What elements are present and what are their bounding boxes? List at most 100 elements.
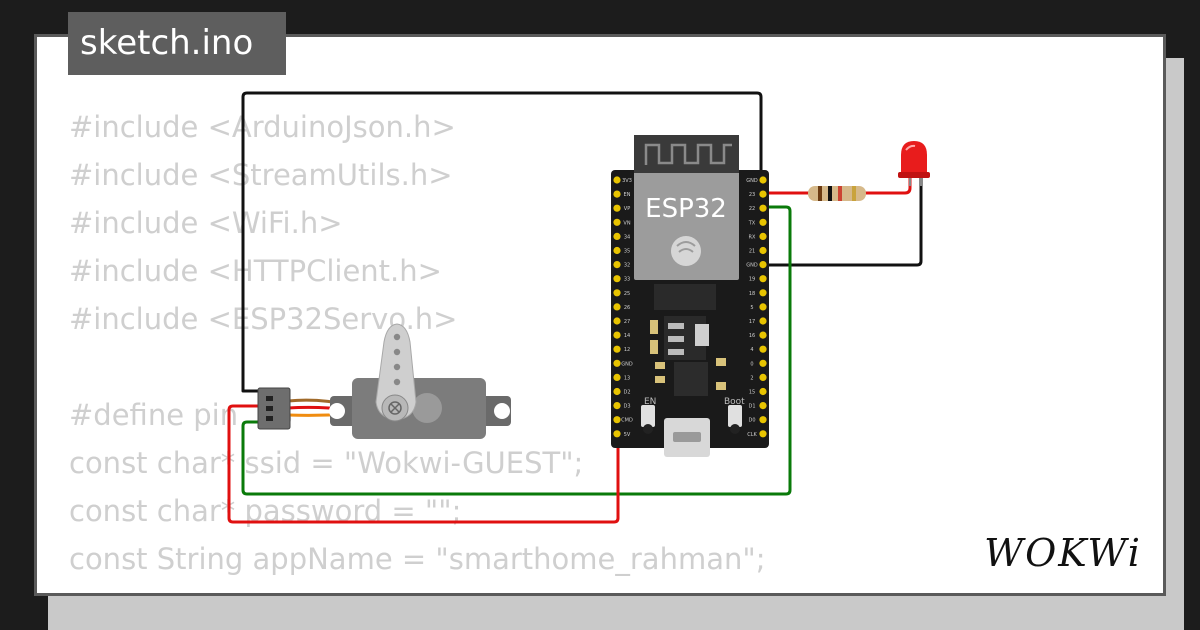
code-line: #include <StreamUtils.h> [69,158,453,192]
header-pin [613,373,621,381]
wire-red-power [227,404,620,524]
pin-label: 5V [624,432,631,438]
code-line: #include <HTTPClient.h> [69,254,442,288]
header-pin [613,275,621,283]
pin-label: 21 [749,249,755,255]
wire-red-led-resistor [863,174,912,195]
header-pin [759,317,767,325]
filename-tab: sketch.ino [68,12,286,75]
header-pin [613,331,621,339]
header-pin [759,345,767,353]
resistor [808,186,866,201]
header-pin [759,190,767,198]
header-pin [759,402,767,410]
pin-label: GND [621,361,633,367]
pin-label: 26 [624,305,630,311]
pin-label: D0 [748,418,755,424]
pin-label: 2 [750,375,753,381]
pin-label: 34 [624,234,630,240]
pin-label: RX [749,234,756,240]
preview-card: #include <ArduinoJson.h> #include <Strea… [34,34,1166,596]
header-pin [759,331,767,339]
pin-label: 27 [624,319,630,325]
header-pin [613,246,621,255]
header-pin [759,373,767,381]
pin-label: 16 [749,333,755,339]
header-pin [613,430,621,438]
wire-black-led-gnd [764,174,923,267]
pin-label: 35 [624,249,630,255]
servo-motor [257,323,511,439]
header-pin [759,416,767,424]
header-pin [613,232,621,240]
header-pin [759,204,767,212]
code-line: const String deviceName = "led"; [69,583,765,593]
header-pin [613,218,621,226]
pin-label: 22 [749,206,755,212]
header-pin [759,303,767,311]
board-label: ESP32 [645,194,727,224]
header-pin [759,275,767,283]
pin-label: EN [624,192,631,198]
pin-label: D2 [623,390,630,396]
header-pin [613,387,621,396]
pin-label: 12 [624,347,630,353]
code-line: const String appName = "smarthome_rahman… [69,542,766,576]
pin-label: 14 [624,333,630,339]
pin-label: 15 [749,390,755,396]
wire-black-gnd-servo [241,91,763,393]
pin-label: 23 [749,192,755,198]
svg-text:WOKWi: WOKWi [984,531,1142,575]
header-pin [759,218,767,226]
wire-green-signal [241,205,792,496]
pin-label: D1 [748,404,755,410]
code-line: #include <ESP32Servo.h> [69,302,458,336]
pin-label: D3 [623,404,630,410]
pin-label: 19 [749,277,755,283]
pin-label: VN [623,220,630,226]
header-pin [759,430,767,438]
header-pin [613,289,621,297]
header-pin [759,246,767,255]
pin-label: TX [748,220,756,226]
pin-label: 33 [624,277,630,283]
header-pin [759,261,767,269]
header-pin [759,289,767,297]
pin-label: 32 [624,263,630,269]
header-pin [613,416,621,424]
esp32-board: ESP32 EN Boot 3V3ENVPVN34353233252627141… [611,135,769,457]
pin-label: 25 [624,291,630,297]
header-pin [613,402,621,410]
pin-label: 13 [624,375,630,381]
pin-label: 0 [750,361,753,367]
code-listing: #include <ArduinoJson.h> #include <Strea… [69,103,766,593]
header-pin [613,176,621,184]
header-pin [759,387,767,396]
header-pin [613,317,621,325]
red-led [898,141,930,186]
header-pin [613,204,621,212]
code-line: #include <ArduinoJson.h> [69,110,456,144]
header-pin [613,190,621,198]
header-pin [613,359,621,367]
boot-label: Boot [724,397,745,407]
header-pin [613,303,621,311]
pin-label: 18 [749,291,755,297]
header-pin [759,176,767,184]
pin-label: CMD [621,418,633,424]
pin-label: 4 [750,347,753,353]
en-label: EN [644,397,656,407]
pin-label: 17 [749,319,755,325]
header-pin [613,261,621,269]
pin-label: CLK [747,432,757,438]
wokwi-logo: WOKWi [984,531,1142,575]
pin-label: GND [746,178,758,184]
code-line: const char* ssid = "Wokwi-GUEST"; [69,446,584,480]
pin-label: VP [624,206,630,212]
code-line: #include <WiFi.h> [69,206,343,240]
header-pin [759,232,767,240]
pin-label: 5 [750,305,753,311]
pin-label: GND [746,263,758,269]
header-pin [613,345,621,353]
